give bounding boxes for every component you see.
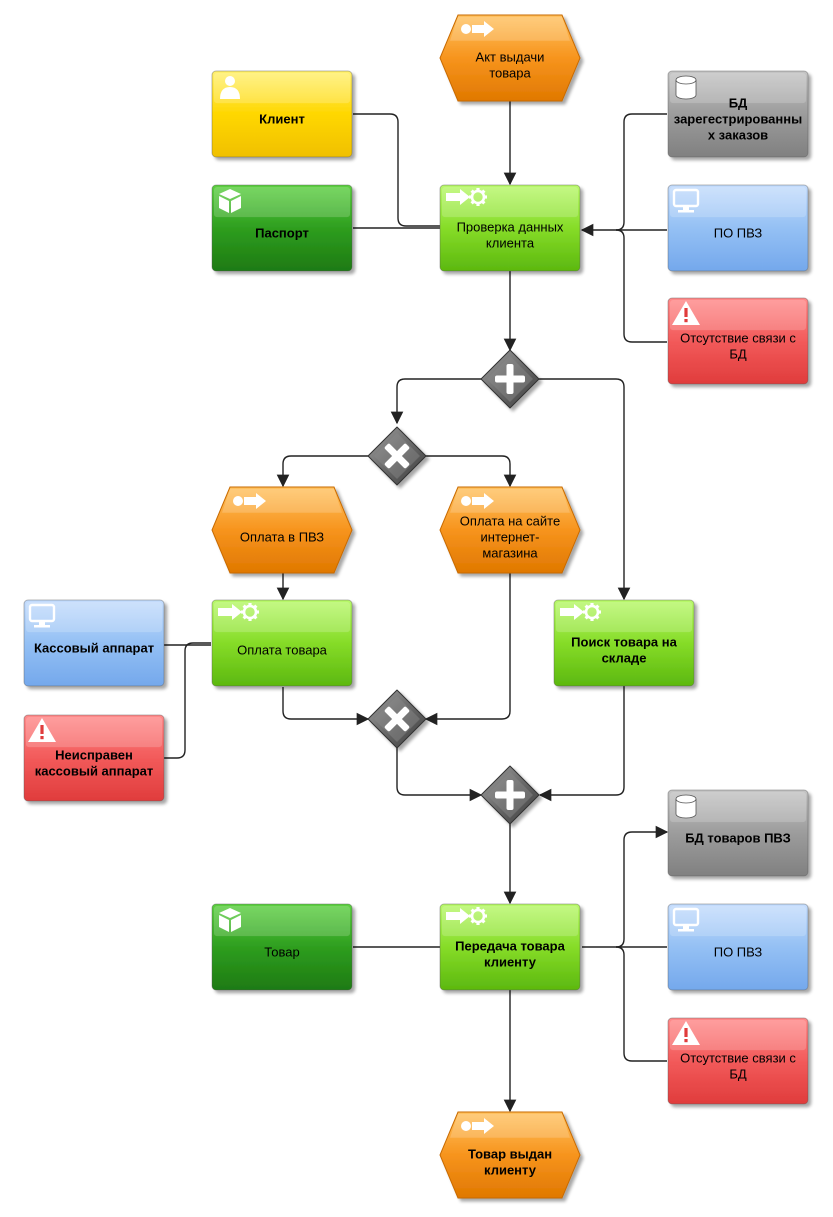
node-label: Акт выдачи [476,49,545,64]
conn-risk1-to-check [615,229,667,343]
event-arrow-icon [461,1118,494,1134]
monitor-icon [672,188,700,213]
conn-xor-join-to-and-join [396,748,483,802]
node-label: х заказов [708,127,768,142]
node-label: Паспорт [255,225,309,240]
conn-risk-cash-to-pay [163,642,211,759]
object-node[interactable]: Товар [211,903,353,991]
xor-gateway[interactable] [367,689,427,749]
node-label: клиента [486,235,535,250]
node-label: магазина [482,545,538,560]
conn-xor-split-to-pvz [276,455,369,488]
monitor-icon [28,603,56,628]
node-label: складе [602,650,647,665]
node-label: Отсутствие связи с [680,330,796,345]
node-label: Товар выдан [468,1146,552,1161]
node-label: ПО ПВЗ [714,944,763,959]
cross-icon [384,443,410,469]
person-icon [220,76,240,99]
node-label: Оплата в ПВЗ [240,529,324,544]
conn-and-split-to-search [539,378,631,601]
database-icon [675,794,697,819]
connectors [163,100,669,1113]
cube-icon [219,908,241,932]
event-arrow-icon [461,21,494,37]
warning-icon [672,1021,700,1045]
node-label: товара [489,65,531,80]
node-label: ПО ПВЗ [714,225,763,240]
function-gear-arrow-icon [446,907,487,925]
node-label: БД [729,346,747,361]
event-node[interactable]: Оплата в ПВЗ [211,486,353,574]
node-label: Поиск товара на [571,634,677,649]
and-gateway[interactable] [480,349,540,409]
function-node[interactable]: Оплата товара [211,599,353,687]
risk-node[interactable]: Отсутствие связи сБД [667,1017,809,1105]
system-node[interactable]: ПО ПВЗ [667,903,809,991]
node-label: клиенту [484,954,537,969]
function-gear-arrow-icon [218,603,259,621]
system-node[interactable]: ПО ПВЗ [667,184,809,272]
conn-db-orders-to-check [615,113,667,231]
node-label: интернет- [481,529,540,544]
node-label: БД [729,95,748,110]
function-gear-arrow-icon [560,603,601,621]
role-node[interactable]: Клиент [211,70,353,158]
conn-search-to-and-join [538,686,625,802]
xor-gateway[interactable] [367,426,427,486]
node-label: зарегестрированны [674,111,802,126]
plus-icon [495,780,525,810]
node-label: Проверка данных [457,219,564,234]
node-label: БД товаров ПВЗ [685,830,791,845]
node-label: Отсутствие связи с [680,1050,796,1065]
conn-xor-split-to-site [425,455,517,488]
database-node[interactable]: БД товаров ПВЗ [667,789,809,877]
conn-pay-to-xor-join [282,687,370,726]
conn-site-to-xor-join [424,573,511,726]
system-node[interactable]: Кассовый аппарат [23,599,165,687]
database-icon [675,75,697,100]
node-label: клиенту [484,1162,537,1177]
risk-node[interactable]: Отсутствие связи сБД [667,297,809,385]
event-arrow-icon [461,493,494,509]
function-gear-arrow-icon [446,188,487,206]
event-arrow-icon [233,493,266,509]
node-label: Оплата товара [237,642,328,657]
conn-risk2-to-transfer [615,946,667,1062]
cross-icon [384,706,410,732]
plus-icon [495,364,525,394]
monitor-icon [672,907,700,932]
node-label: кассовый аппарат [35,763,154,778]
object-node[interactable]: Паспорт [211,184,353,272]
cube-icon [219,189,241,213]
node-label: Оплата на сайте [460,513,560,528]
conn-and-split-to-xor-split [390,378,482,425]
node-label: БД [729,1066,747,1081]
conn-client-to-check [353,113,440,227]
warning-icon [672,301,700,325]
node-label: Передача товара [455,938,565,953]
conn-transfer-to-db-goods [615,825,669,948]
and-gateway[interactable] [480,765,540,825]
warning-icon [28,718,56,742]
node-label: Клиент [259,111,305,126]
node-label: Неисправен [55,747,133,762]
node-label: Кассовый аппарат [34,640,154,655]
node-label: Товар [264,944,299,959]
